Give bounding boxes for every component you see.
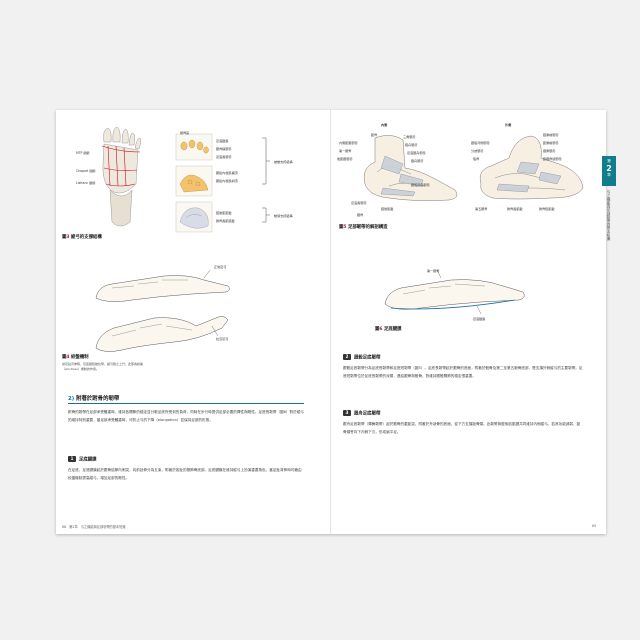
fig5-a-label-10: 足底長韌帶 — [351, 201, 367, 205]
left-page: MTP 關節 Chopart 關節 Lisfranc 關節 楔骨區 足底腱膜 蹠… — [56, 110, 330, 534]
lateral-ligaments — [496, 161, 562, 193]
fig3-label-r6: 脛後肌肌腱 — [216, 211, 232, 215]
figure4-note: 當足趾背伸時，足底腱膜被拉緊，縱弓隨之上升；此即為絞盤（windlass）機制的… — [62, 362, 144, 371]
fig5-a-label-5: 第一蹠骨 — [339, 149, 352, 153]
fig3-label-r3: 足底長韌帶 — [216, 155, 232, 159]
paragraph-4: 跟舟足底韌帶（彈簧韌帶）起於跟骨的載距突，附著於舟狀骨的底面，從下方支撐距骨頭。… — [343, 422, 581, 434]
paragraph-2: 在足底，足底腱膜起於跟骨結節內側突，向前延伸分為五束，附著於各趾的基節骨底部。足… — [68, 468, 302, 480]
section2-rule — [68, 403, 304, 404]
fig3-label-top-box: 楔骨區 — [180, 131, 190, 135]
fig5-a-label-11: 脛後肌腱 — [381, 207, 394, 211]
fig5-b-label-5: 分歧韌帶 — [471, 149, 484, 153]
fig4-label-bottom: 拉高足弓 — [216, 337, 229, 341]
left-folio: 68 第2章 弓之機能與足部韌帶的基本知識 — [62, 525, 126, 529]
fig5-b-label-8: 第五蹠骨 — [475, 207, 488, 211]
fig5-a-label-1: 距骨 — [371, 133, 378, 137]
fig3-brackets — [262, 137, 270, 223]
fig5-a-label-8: 跟舟韌帶 — [411, 159, 424, 163]
figure5-caption: 圖5 足部韌帶的解剖構造 — [339, 225, 388, 230]
figure3-illustration — [101, 126, 213, 233]
fig5-b-label-4: 跟骰背側韌帶 — [471, 141, 490, 145]
fig3-label-r5: 蹠趾內收肌斜頭 — [216, 179, 238, 183]
joint-lines — [101, 145, 141, 187]
fig3-label-r4: 蹠趾內收肌橫頭 — [216, 171, 238, 175]
fig5-a-label-9: 跟骰足底韌帶 — [411, 183, 430, 187]
paragraph-1: 跗骨的韌帶在足部承受體重時，維持各關節的穩定並分散足底所受到的負荷，同時在步行時… — [68, 410, 304, 422]
fig5-a-label-2: 內側距跟韌帶 — [339, 141, 358, 145]
fig3-label-chopart: Chopart 關節 — [76, 169, 96, 173]
fig3-label-g2: 動態支撐結構 — [274, 214, 293, 218]
running-title: 弓之機能與足部韌帶的基本知識 — [607, 190, 611, 241]
fig5-b-label-3: 跟腓韌帶 — [543, 149, 556, 153]
figure4-illustration — [95, 269, 230, 352]
fig5-a-label-4: 脛舟韌帶 — [405, 143, 418, 147]
fig3-label-r2: 蹠骨橫韌帶 — [216, 147, 232, 151]
fig6-label-bottom: 足底腱膜 — [473, 317, 486, 321]
medial-ligaments — [380, 155, 424, 197]
fig5-b-label-1: 脛腓前韌帶 — [543, 133, 559, 137]
plantar-fascia-line — [390, 299, 516, 310]
fig5-b-label-2: 距腓前韌帶 — [543, 141, 559, 145]
figure5-illustration — [363, 135, 584, 201]
chapter-tab: 第 2 章 — [602, 156, 616, 186]
figure4-caption: 圖4 絞盤機制 — [62, 355, 89, 360]
figure3-caption: 圖3 縱弓的支撐結構 — [62, 235, 102, 240]
fig5-panel-b-title: 外側 — [505, 123, 512, 127]
right-folio: 69 — [591, 524, 596, 528]
fig5-b-label-9: 腓骨長肌腱 — [507, 207, 523, 211]
book-spread: MTP 關節 Chopart 關節 Lisfranc 關節 楔骨區 足底腱膜 蹠… — [56, 110, 616, 534]
gutter — [330, 110, 331, 534]
foot-skeleton-top-view — [102, 126, 142, 227]
fig3-label-r1: 足底腱膜 — [216, 139, 229, 143]
fig5-a-label-7: 後距跟韌帶 — [337, 157, 353, 161]
fig5-a-label-6: 足底跟舟韌帶 — [407, 151, 426, 155]
fig5-b-label-7: 距跟骨間韌帶 — [543, 157, 562, 161]
right-page: 第 2 章 弓之機能與足部韌帶的基本知識 內側 外側 — [331, 110, 616, 534]
paragraph-3: 跟骰足底韌帶分為足底長韌帶和足底短韌帶（圖5）。足底長韌帶起於跟骨的底面，附著於… — [343, 366, 583, 378]
foot-side-view — [384, 279, 525, 310]
figure6-illustration — [384, 269, 525, 315]
fig3-label-lisfranc: Lisfranc 關節 — [76, 181, 96, 185]
fig5-a-label-12: 跟骨 — [357, 213, 364, 217]
fig5-a-label-3: 三角韌帶 — [403, 135, 416, 139]
fig4-label-top: 正常足弓 — [214, 265, 227, 269]
section2-title: 2) 附著於跗骨的韌帶 — [68, 396, 120, 402]
fig6-label-top: 第一蹠骨 — [427, 269, 440, 273]
fig3-label-g1: 被動支撐結構 — [274, 160, 293, 164]
fig5-b-label-10: 腓骨短肌腱 — [539, 207, 555, 211]
fig3-label-mtp: MTP 關節 — [76, 151, 90, 155]
foot-normal-arch — [95, 275, 230, 302]
figure6-caption: 圖6 足底腱膜 — [375, 327, 402, 332]
fig5-b-label-6: 骰骨 — [473, 157, 480, 161]
foot-raised-arch — [95, 316, 229, 352]
fig3-label-r7: 腓骨長肌肌腱 — [216, 219, 235, 223]
fig5-panel-a-title: 內側 — [381, 123, 388, 127]
